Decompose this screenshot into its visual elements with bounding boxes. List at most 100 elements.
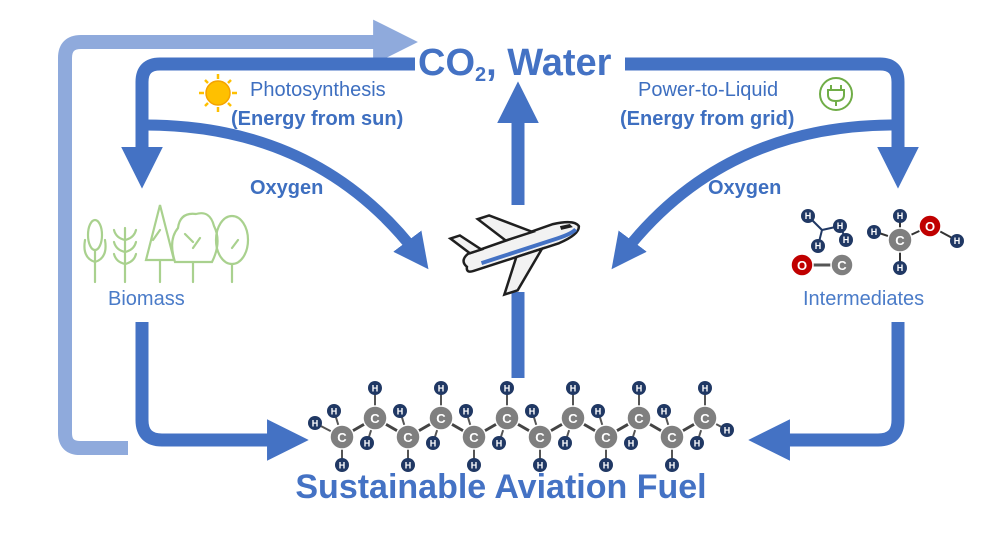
- hydrogen-atom: [632, 381, 646, 395]
- title-water: , Water: [486, 42, 612, 84]
- atom-label-h: H: [438, 384, 445, 394]
- atom-label-c: C: [436, 411, 446, 426]
- atom-label-c: C: [667, 430, 677, 445]
- hydrogen-atom: [599, 458, 613, 472]
- atom-label-h: H: [694, 439, 701, 449]
- title-co2-subscript: 2: [475, 64, 487, 86]
- atom-label-h: H: [397, 407, 404, 417]
- hydrogen-atom: [368, 381, 382, 395]
- carbon-atom: [362, 405, 388, 431]
- atom-label-h: H: [537, 461, 544, 471]
- plants-icon: [83, 204, 250, 284]
- atom-label-o: O: [925, 219, 935, 234]
- atom-label-h: H: [837, 221, 844, 231]
- carbon-atom: [461, 424, 487, 450]
- hydrogen-atom: [698, 381, 712, 395]
- hydrogen-atom: [533, 458, 547, 472]
- atom-label-h: H: [372, 384, 379, 394]
- hydrogen-atom: [657, 404, 671, 418]
- title-co2-water: CO2, Water: [418, 42, 611, 87]
- atom-label-c: C: [469, 430, 479, 445]
- atom-label-c: C: [837, 258, 847, 273]
- atom-label-h: H: [496, 439, 503, 449]
- atom-label-h: H: [331, 407, 338, 417]
- carbon-atom: [692, 405, 718, 431]
- carbon-atom: [626, 405, 652, 431]
- carbon-atom: [560, 405, 586, 431]
- atom-label-h: H: [471, 461, 478, 471]
- atom-label-h: H: [312, 419, 319, 429]
- atom-label-h: H: [897, 263, 904, 273]
- sustainable-aviation-fuel-label: Sustainable Aviation Fuel: [295, 468, 707, 506]
- arrow-co2-to-intermediates: [625, 57, 919, 189]
- atom-label-c: C: [601, 430, 611, 445]
- atom-label-c: C: [895, 233, 905, 248]
- atom-label-h: H: [603, 461, 610, 471]
- hydrogen-atom: [401, 458, 415, 472]
- arrow-intermediates-to-fuel: [748, 322, 905, 461]
- atom-label-h: H: [724, 426, 731, 436]
- oxygen-label-left: Oxygen: [250, 177, 324, 199]
- atom-label-c: C: [535, 430, 545, 445]
- hydrogen-atom: [492, 436, 506, 450]
- atom-label-c: C: [370, 411, 380, 426]
- arrow-oxygen-right: [611, 119, 896, 270]
- atom-label-c: C: [568, 411, 578, 426]
- atom-label-h: H: [339, 461, 346, 471]
- hydrogen-atom: [467, 458, 481, 472]
- atom-label-h: H: [430, 439, 437, 449]
- power-plug-icon: [819, 77, 853, 111]
- atom-label-h: H: [636, 384, 643, 394]
- atom-label-h: H: [364, 439, 371, 449]
- atom-label-c: C: [403, 430, 413, 445]
- carbon-atom: [593, 424, 619, 450]
- atom-label-h: H: [570, 384, 577, 394]
- atom-label-h: H: [661, 407, 668, 417]
- sun-icon: [199, 74, 237, 112]
- atom-label-h: H: [463, 407, 470, 417]
- atom-label-h: H: [897, 211, 904, 221]
- intermediates-molecules: H H H H O C C O H H H H: [790, 209, 964, 277]
- hydrogen-atom: [690, 436, 704, 450]
- arrow-biomass-to-fuel: [135, 322, 309, 461]
- atom-label-h: H: [954, 236, 961, 246]
- arrow-oxygen-left: [144, 119, 429, 270]
- biomass-label: Biomass: [108, 288, 185, 310]
- arrow-co2-to-biomass: [121, 57, 415, 189]
- hydrogen-atom: [459, 404, 473, 418]
- hydrogen-atom: [624, 436, 638, 450]
- hydrogen-atom: [360, 436, 374, 450]
- atom-label-c: C: [700, 411, 710, 426]
- hydrogen-atom: [591, 404, 605, 418]
- carbon-atom: [329, 424, 355, 450]
- carbon-atom: [527, 424, 553, 450]
- carbon-atom: [428, 405, 454, 431]
- hydrogen-atom: [665, 458, 679, 472]
- atom-label-h: H: [595, 407, 602, 417]
- photosynthesis-label: Photosynthesis: [250, 79, 386, 101]
- hydrogen-atom: [500, 381, 514, 395]
- hydrogen-atom: [393, 404, 407, 418]
- atom-label-o: O: [797, 258, 807, 273]
- hydrogen-atom: [327, 404, 341, 418]
- atom-label-h: H: [702, 384, 709, 394]
- power-to-liquid-energy-label: (Energy from grid): [620, 108, 795, 130]
- atom-label-h: H: [529, 407, 536, 417]
- atom-label-h: H: [405, 461, 412, 471]
- title-co2: CO: [418, 42, 475, 84]
- hydrogen-atom: [434, 381, 448, 395]
- atom-label-h: H: [562, 439, 569, 449]
- atom-label-h: H: [669, 461, 676, 471]
- hydrogen-atom: [525, 404, 539, 418]
- atom-label-h: H: [628, 439, 635, 449]
- hydrogen-atom: [558, 436, 572, 450]
- airplane-icon: [447, 214, 581, 297]
- oxygen-label-right: Oxygen: [708, 177, 782, 199]
- power-to-liquid-label: Power-to-Liquid: [638, 79, 779, 101]
- atom-label-h: H: [871, 227, 878, 237]
- atom-label-c: C: [337, 430, 347, 445]
- atom-label-c: C: [502, 411, 512, 426]
- atom-label-h: H: [843, 235, 850, 245]
